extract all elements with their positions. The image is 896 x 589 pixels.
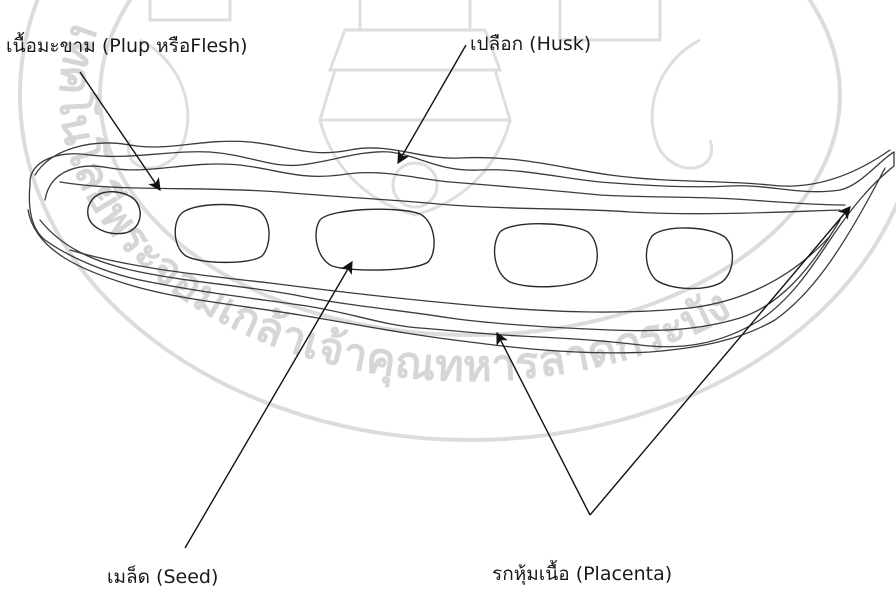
watermark-emblem: [128, 0, 711, 215]
watermark-seal: เทคโนโลยีพระจอมเกล้าเจ้าคุณทหารลาดกระบัง: [20, 0, 896, 440]
watermark-text-path: เทคโนโลยีพระจอมเกล้าเจ้าคุณทหารลาดกระบัง: [49, 18, 739, 392]
placenta-label: รกหุ้มเนื้อ (Placenta): [492, 560, 672, 586]
seed-3: [316, 209, 434, 270]
husk-arrow: [398, 45, 466, 163]
placenta-top-line: [45, 164, 845, 205]
husk-label: เปลือก (Husk): [470, 33, 591, 55]
seed-5: [646, 228, 732, 289]
seed-4: [495, 224, 598, 287]
labels: เนื้อมะขาม (Plup หรือFlesh) เปลือก (Husk…: [6, 32, 672, 588]
flesh-label: เนื้อมะขาม (Plup หรือFlesh): [6, 32, 248, 57]
watermark-text: เทคโนโลยีพระจอมเกล้าเจ้าคุณทหารลาดกระบัง: [49, 18, 739, 392]
seed-label: เมล็ด (Seed): [107, 564, 218, 588]
